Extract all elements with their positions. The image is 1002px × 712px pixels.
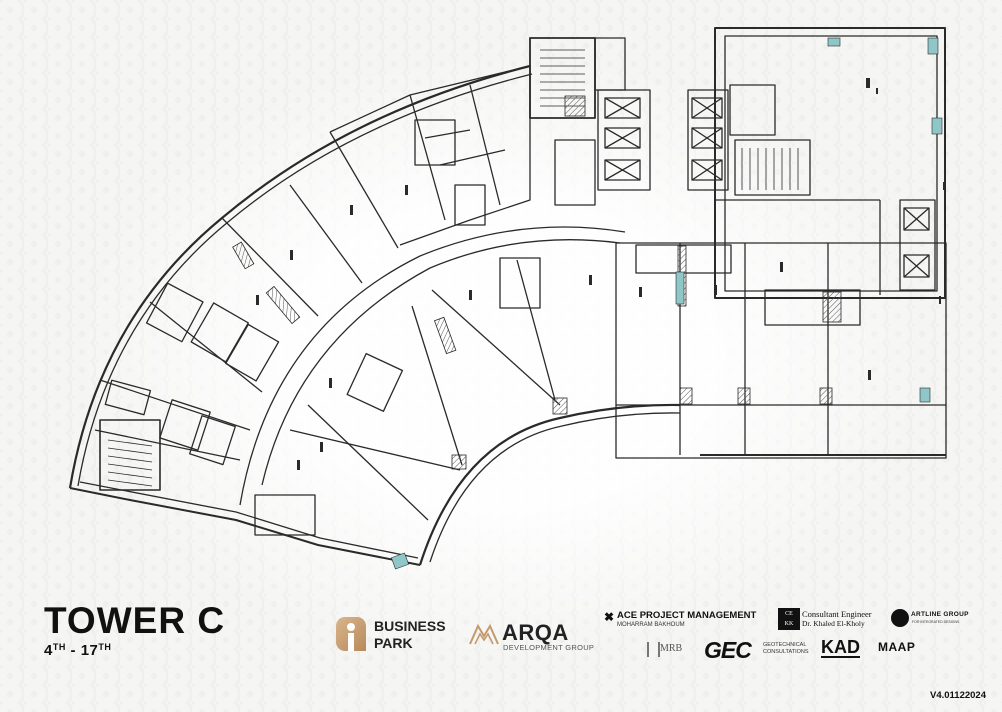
lower-facade-arc — [418, 403, 681, 566]
maap-logo: MAAP — [878, 640, 916, 654]
artline-subtitle: FOR INTEGRATED DESIGNS — [912, 620, 960, 624]
kad-logo: KAD — [821, 637, 860, 658]
business-park-logo: BUSINESS PARK — [374, 618, 446, 652]
gec-logo: GEC — [704, 637, 752, 663]
north-room-block — [329, 65, 531, 246]
south-west-core — [99, 419, 161, 491]
outer-facade-arc — [68, 64, 531, 489]
gec-subtitle: GEOTECHNICAL CONSULTATIONS — [763, 642, 809, 655]
mrb-logo: MRB — [660, 643, 683, 654]
floor-from: 4 — [44, 642, 53, 659]
floor-separator: - — [65, 642, 81, 659]
lower-facade-arc-inner — [429, 412, 681, 563]
business-park-line1: BUSINESS — [374, 618, 446, 634]
core-stair-east — [734, 139, 811, 196]
cekk-subtitle: Dr. Khaled El-Kholy — [802, 619, 865, 628]
bottom-edge-inner — [79, 481, 419, 559]
artline-logo: ARTLINE GROUP — [911, 611, 969, 618]
arqa-subtitle: DEVELOPMENT GROUP — [503, 643, 595, 652]
mrb-logo-icon — [647, 642, 660, 657]
cekk-logo-icon: CE KK — [778, 608, 800, 630]
version-label: V4.01122024 — [930, 690, 987, 701]
floor-to-suffix: TH — [98, 642, 112, 652]
arqa-logo-icon — [469, 623, 499, 645]
lift-bank-west — [597, 89, 651, 191]
lift-bank-east — [687, 89, 729, 191]
north-east-block — [714, 27, 946, 299]
cekk-mark-bottom: KK — [784, 621, 794, 627]
business-park-logo-icon — [336, 617, 366, 651]
ace-logo-icon: ✖ — [604, 610, 615, 624]
floor-range: 4TH - 17TH — [44, 642, 111, 659]
cekk-mark-top: CE — [785, 611, 793, 617]
floor-to: 17 — [80, 642, 99, 659]
outer-facade-arc-inner — [77, 73, 533, 487]
arqa-logo: ARQA — [502, 620, 569, 645]
floor-from-suffix: TH — [52, 642, 66, 652]
floor-plan-drawing — [68, 27, 947, 570]
ace-logo: ACE PROJECT MANAGEMENT — [617, 610, 757, 621]
bottom-edge — [69, 487, 421, 566]
artline-logo-icon — [891, 609, 909, 627]
cekk-title: Consultant Engineer — [802, 609, 872, 619]
business-park-line2: PARK — [374, 635, 413, 651]
east-wing — [615, 242, 947, 459]
inner-corridor-arc-2 — [239, 226, 626, 506]
tower-title: TOWER C — [44, 600, 226, 641]
inner-corridor-arc — [261, 239, 621, 486]
ace-subtitle: MOHARRAM BAKHOUM — [617, 622, 685, 628]
